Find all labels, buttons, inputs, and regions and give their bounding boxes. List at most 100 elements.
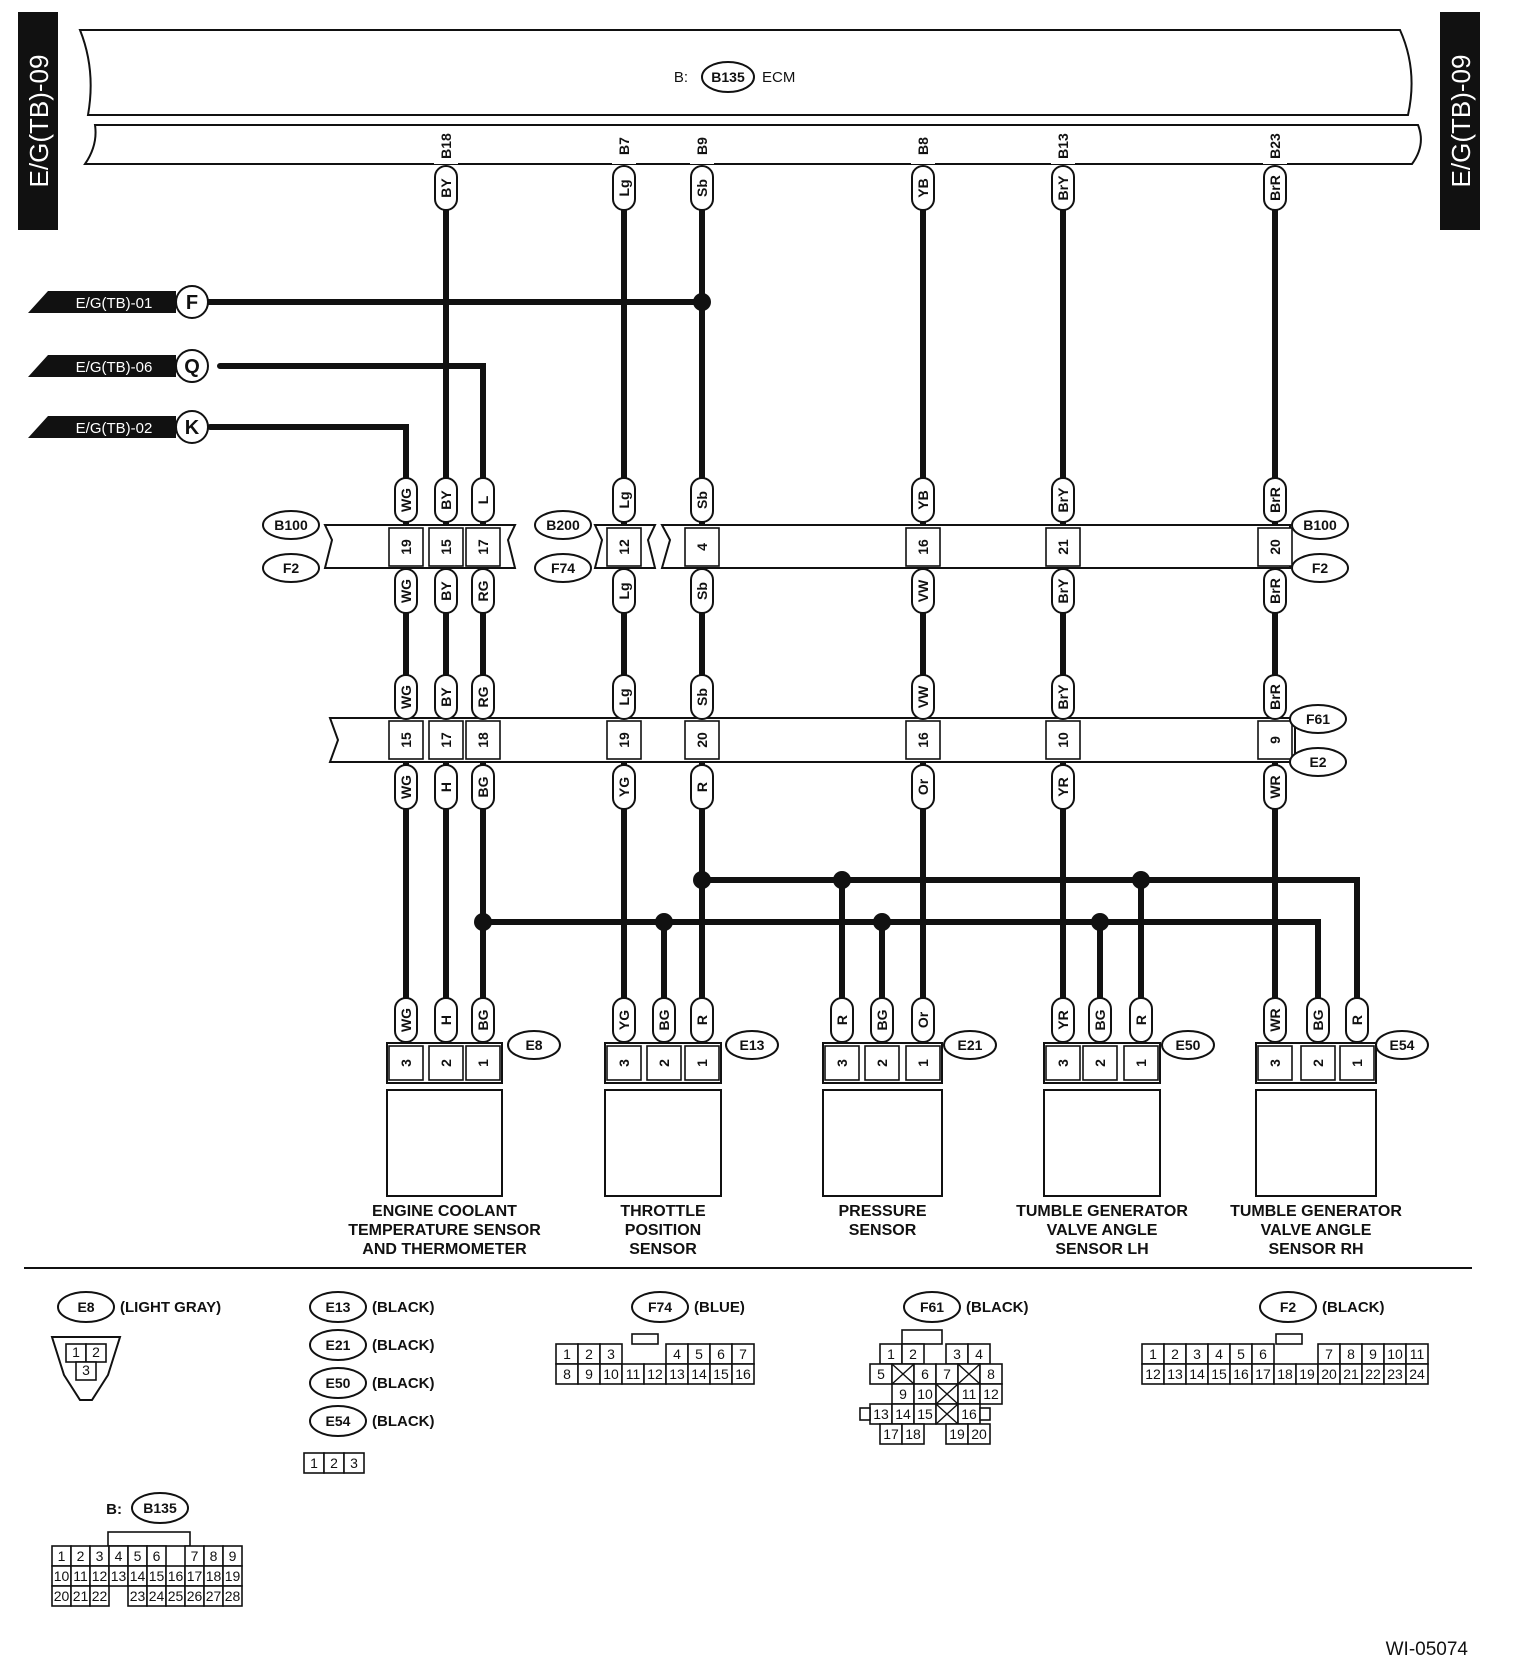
row1-lower-wire-text: Lg xyxy=(616,582,632,599)
pin-cell: 10 xyxy=(1387,1346,1403,1362)
sensor-wire: R xyxy=(1129,997,1153,1043)
row2-upper-wire-text: VW xyxy=(915,685,931,708)
sensor-caption-line: TEMPERATURE SENSOR xyxy=(348,1222,541,1239)
sensor-pin: 1 xyxy=(475,1059,491,1067)
row1-upper-wire-text: BY xyxy=(438,490,454,510)
pin-cell: 21 xyxy=(1343,1366,1359,1382)
row2-lower-wire: YG xyxy=(612,764,636,810)
sensor-wire-text: WG xyxy=(398,1008,414,1032)
pin-cell: 1 xyxy=(1149,1346,1157,1362)
pin-cell: 15 xyxy=(1211,1366,1227,1382)
pin-cell: 26 xyxy=(187,1588,203,1604)
pin-cell: 1 xyxy=(58,1548,66,1564)
pin-cell: 20 xyxy=(1321,1366,1337,1382)
row1-upper-wire: Sb xyxy=(690,477,714,523)
sensor-wire: Or xyxy=(911,997,935,1043)
pin-cell: 2 xyxy=(330,1455,338,1471)
row2-lower-wire: Or xyxy=(911,764,935,810)
row2-lower-wire-text: WG xyxy=(398,775,414,799)
row1-upper-wire: Lg xyxy=(612,477,636,523)
row2-upper-wire: Sb xyxy=(690,674,714,720)
row1-pin-17: 17 xyxy=(475,539,491,555)
pin-cell: 21 xyxy=(73,1588,89,1604)
row2-lower-wire: H xyxy=(434,764,458,810)
pin-cell: 1 xyxy=(887,1346,895,1362)
legend-e13: E13(BLACK) xyxy=(309,1291,434,1323)
sensor-pin: 1 xyxy=(694,1059,710,1067)
ecm-wire-B7-text: Lg xyxy=(616,179,632,196)
sensor-wire: R xyxy=(690,997,714,1043)
pin-cell: 20 xyxy=(54,1588,70,1604)
sensor-caption-line: VALVE ANGLE xyxy=(1261,1222,1372,1239)
sensor-caption-line: VALVE ANGLE xyxy=(1047,1222,1158,1239)
row2-pin-20: 20 xyxy=(694,732,710,748)
pin-cell: 3 xyxy=(953,1346,961,1362)
ecm-label: ECM xyxy=(762,69,795,86)
pin-cell: 11 xyxy=(73,1568,88,1584)
side-tab-right: E/G(TB)-09 xyxy=(1440,12,1480,230)
pin-cell: 15 xyxy=(917,1406,933,1422)
pin-cell: 3 xyxy=(1193,1346,1201,1362)
row2-lower-wire-text: YG xyxy=(616,777,632,797)
row1-pin-20: 20 xyxy=(1267,539,1283,555)
tag-b200: B200 xyxy=(534,510,592,540)
legend-f61-tag: F61 xyxy=(920,1299,944,1315)
sensor-caption-line: POSITION xyxy=(625,1222,701,1239)
ecm-pin-B8: B8 xyxy=(911,128,935,164)
row1-lower-wire-text: BrY xyxy=(1055,578,1071,604)
pin-cell: 12 xyxy=(92,1568,108,1584)
pin-cell: 4 xyxy=(673,1346,681,1362)
pin-cell: 11 xyxy=(1410,1346,1425,1362)
pin-cell: 3 xyxy=(82,1362,90,1378)
pin-cell: 10 xyxy=(603,1366,619,1382)
row2-pin-17: 17 xyxy=(438,732,454,748)
sensor-pin: 3 xyxy=(1055,1059,1071,1067)
pin-cell: 12 xyxy=(647,1366,663,1382)
row1-lower-wire-text: VW xyxy=(915,579,931,602)
sensor-caption-line: THROTTLE xyxy=(620,1203,706,1220)
legend-b135-prefix: B: xyxy=(106,1501,122,1518)
legend-e21-color: (BLACK) xyxy=(372,1337,434,1354)
sensor-caption-line: AND THERMOMETER xyxy=(362,1241,527,1258)
pin-cell: 11 xyxy=(962,1386,977,1402)
tag-b100-left: B100 xyxy=(262,510,320,540)
sensor-tag-e8-text: E8 xyxy=(525,1037,542,1053)
ecm-pin-label: B13 xyxy=(1055,133,1071,159)
legend-e8: E8(LIGHT GRAY) xyxy=(57,1291,221,1323)
pin-cell: 6 xyxy=(921,1366,929,1382)
pin-cell: 16 xyxy=(1233,1366,1249,1382)
ref-tag: K xyxy=(185,417,200,439)
pin-cell: 20 xyxy=(971,1426,987,1442)
row2-lower-wire: BG xyxy=(471,764,495,810)
tag-f2-left: F2 xyxy=(262,553,320,583)
pin-cell: 23 xyxy=(130,1588,146,1604)
tag-f61: F61 xyxy=(1289,704,1347,734)
ecm-wire-B23: BrR xyxy=(1263,165,1287,211)
pin-cell: 11 xyxy=(626,1366,641,1382)
tag-b100-right: B100 xyxy=(1291,510,1349,540)
sensor-wire-text: BG xyxy=(874,1009,890,1030)
pin-cell: 8 xyxy=(1347,1346,1355,1362)
pin-cell: 10 xyxy=(54,1568,70,1584)
row1-pin-19: 19 xyxy=(398,539,414,555)
row2-lower-wire-text: YR xyxy=(1055,777,1071,796)
sensor-wire: BG xyxy=(471,997,495,1043)
sensor-tag-e54-text: E54 xyxy=(1390,1037,1415,1053)
sensor-wire-text: Or xyxy=(915,1011,931,1028)
tag-f74: F74 xyxy=(534,553,592,583)
pin-cell: 6 xyxy=(717,1346,725,1362)
sensor-wire-text: WR xyxy=(1267,1008,1283,1031)
sensor-pin: 1 xyxy=(1349,1059,1365,1067)
sensor-caption-line: SENSOR xyxy=(849,1222,917,1239)
pin-cell: 16 xyxy=(735,1366,751,1382)
pin-cell: 5 xyxy=(695,1346,703,1362)
row2-upper-wire-text: BrY xyxy=(1055,684,1071,710)
sensor-wire: BG xyxy=(652,997,676,1043)
row1-lower-wire: RG xyxy=(471,568,495,614)
